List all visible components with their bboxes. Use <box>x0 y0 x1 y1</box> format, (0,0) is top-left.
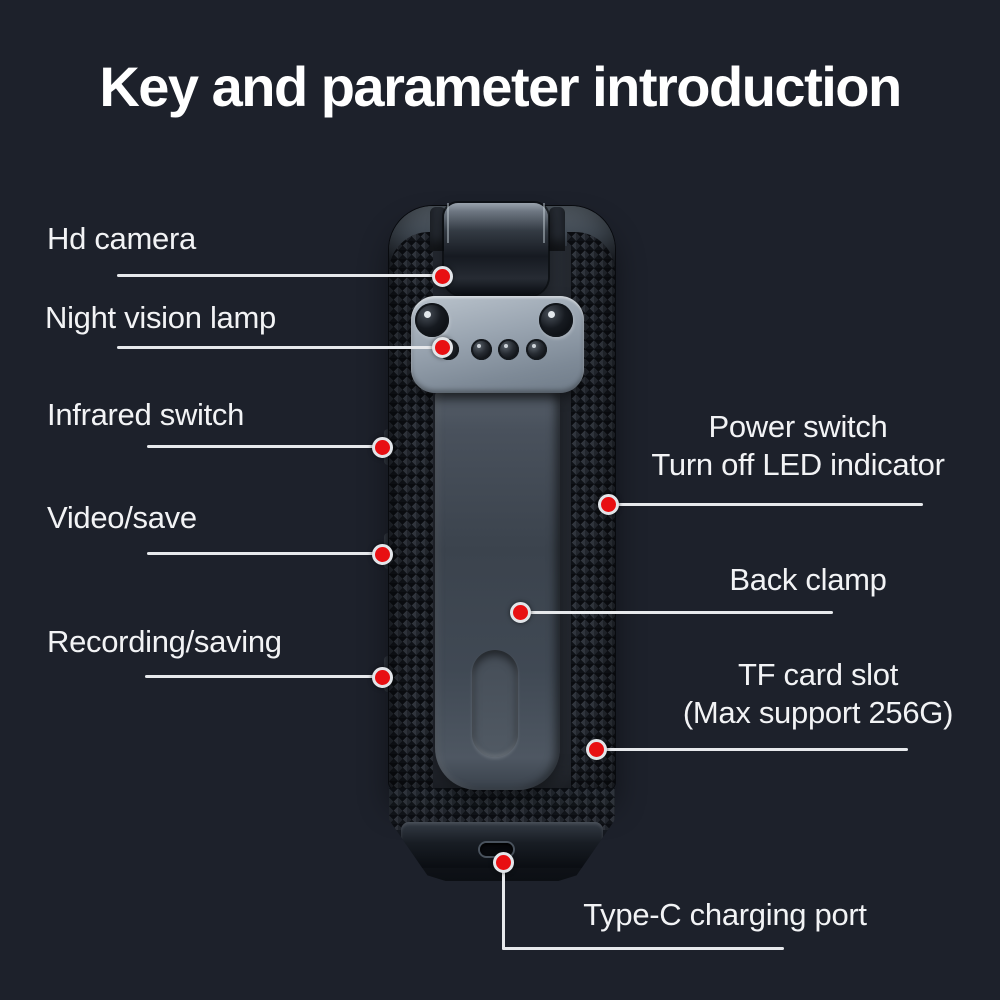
hinge-arm-right <box>549 207 565 251</box>
callout-label-hd-camera: Hd camera <box>47 221 196 256</box>
night-vision-led-2-icon <box>471 339 492 360</box>
callout-dot-type-c <box>493 852 514 873</box>
callout-label-recording-saving: Recording/saving <box>47 624 282 659</box>
callout-dot-tf-card-slot <box>586 739 607 760</box>
callout-label-tf-card-slot: TF card slot <box>737 657 899 692</box>
callout-label-back-clamp: Back clamp <box>729 562 887 597</box>
callout-label-infrared-switch: Infrared switch <box>47 397 245 432</box>
night-vision-led-4-icon <box>526 339 547 360</box>
callout-label-night-vision-lamp: Night vision lamp <box>45 300 276 335</box>
camera-head <box>444 203 548 295</box>
callout-dot-back-clamp <box>510 602 531 623</box>
callout-line-night-vision-lamp <box>117 346 444 349</box>
callout-line-tf-card-slot <box>597 748 908 751</box>
callout-dot-infrared-switch <box>372 437 393 458</box>
lens-left-icon <box>415 303 449 337</box>
callout-label-video-save: Video/save <box>47 500 197 535</box>
callout-line-back-clamp <box>521 611 833 614</box>
callout-line-infrared-switch <box>147 445 384 448</box>
callout-label-power-switch: Power switch <box>708 409 888 444</box>
callout-label-type-c: Type-C charging port <box>583 897 867 932</box>
callout-sublabel-tf-card-slot: (Max support 256G) <box>682 694 954 730</box>
callout-sublabel-power-switch: Turn off LED indicator <box>651 446 945 482</box>
callout-label-tf-card-slot-block: TF card slot (Max support 256G) <box>620 656 1000 732</box>
callout-line-recording-saving <box>145 675 384 678</box>
callout-dot-video-save <box>372 544 393 565</box>
device-bottom <box>389 788 615 881</box>
callout-dot-night-vision-lamp <box>432 337 453 358</box>
callout-dot-hd-camera <box>432 266 453 287</box>
clip-cutout <box>472 650 518 757</box>
night-vision-led-3-icon <box>498 339 519 360</box>
callout-label-power-switch-block: Power switch Turn off LED indicator <box>600 408 996 484</box>
page-title: Key and parameter introduction <box>99 55 902 118</box>
callout-line-hd-camera <box>117 274 444 277</box>
callout-dot-recording-saving <box>372 667 393 688</box>
callout-dot-power-switch <box>598 494 619 515</box>
callout-line-power-switch <box>609 503 923 506</box>
callout-line-type-c <box>502 947 784 950</box>
callout-line-video-save <box>147 552 384 555</box>
callout-vline-type-c <box>502 862 505 950</box>
hinge-arm-left <box>430 207 446 251</box>
lens-right-icon <box>539 303 573 337</box>
